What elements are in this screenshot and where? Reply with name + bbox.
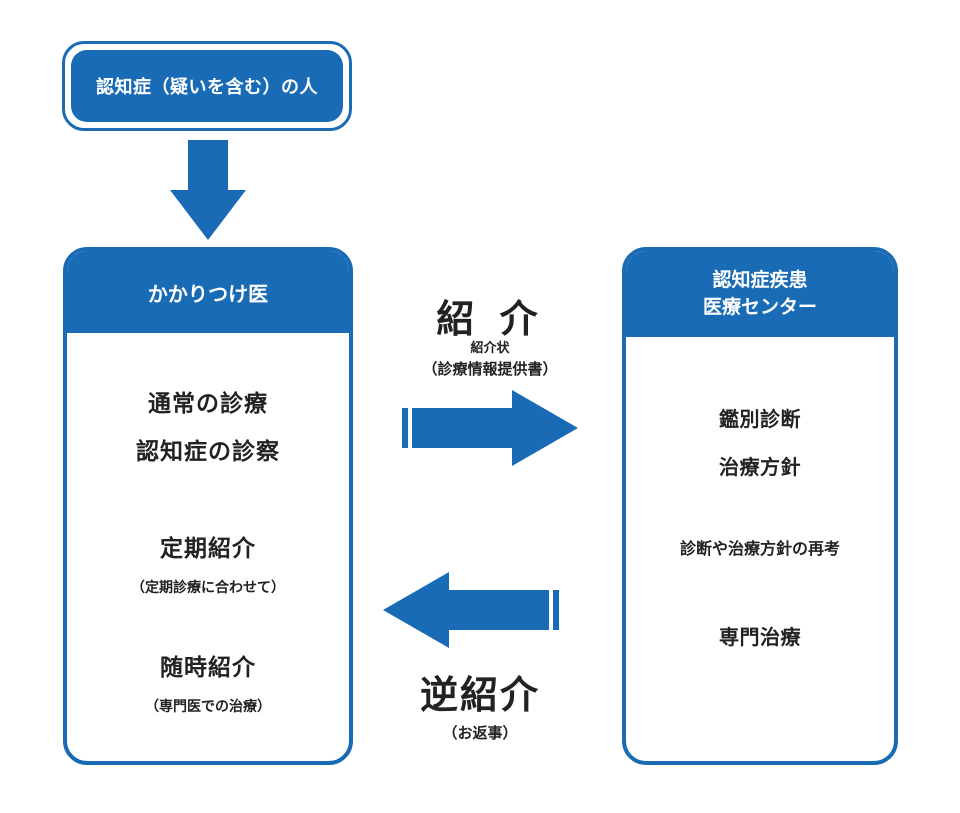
arrow-down-icon [170, 140, 246, 240]
gp-item-ad-hoc-note: （専門医での治療） [145, 699, 271, 715]
gp-item-periodic-note: （定期診療に合わせて） [131, 580, 285, 596]
arrow-right-icon [402, 390, 578, 466]
arrow-left-icon [383, 572, 559, 648]
referral-doc-detail: （診療情報提供書） [422, 360, 558, 378]
gp-item-periodic-referral: 定期紹介 [160, 536, 256, 562]
gp-item-ad-hoc-referral: 随時紹介 [160, 655, 256, 681]
center-item-treatment-policy: 治療方針 [719, 455, 801, 479]
reverse-referral-label: 逆紹介 [419, 673, 540, 717]
gp-panel-title: かかりつけ医 [67, 251, 349, 333]
dementia-center-title-line2: 医療センター [702, 296, 817, 318]
center-item-differential-diagnosis: 鑑別診断 [719, 407, 801, 431]
reverse-referral-detail: （お返事） [442, 724, 518, 742]
center-item-reconsideration: 診断や治療方針の再考 [679, 539, 840, 558]
referral-label: 紹 介 [436, 297, 544, 341]
gp-item-regular-care: 通常の診療 [148, 391, 268, 417]
dementia-center-title-line1: 認知症疾患 [712, 269, 808, 291]
gp-panel: かかりつけ医 [63, 247, 353, 765]
dementia-center-title: 認知症疾患 医療センター [626, 251, 894, 337]
patient-label: 認知症（疑いを含む）の人 [71, 50, 343, 122]
gp-item-dementia-exam: 認知症の診察 [136, 439, 280, 465]
center-item-specialized-treatment: 専門治療 [719, 625, 801, 649]
patient-box: 認知症（疑いを含む）の人 [62, 41, 352, 131]
dementia-center-panel: 認知症疾患 医療センター [622, 247, 898, 765]
referral-doc: 紹介状 [470, 341, 510, 356]
